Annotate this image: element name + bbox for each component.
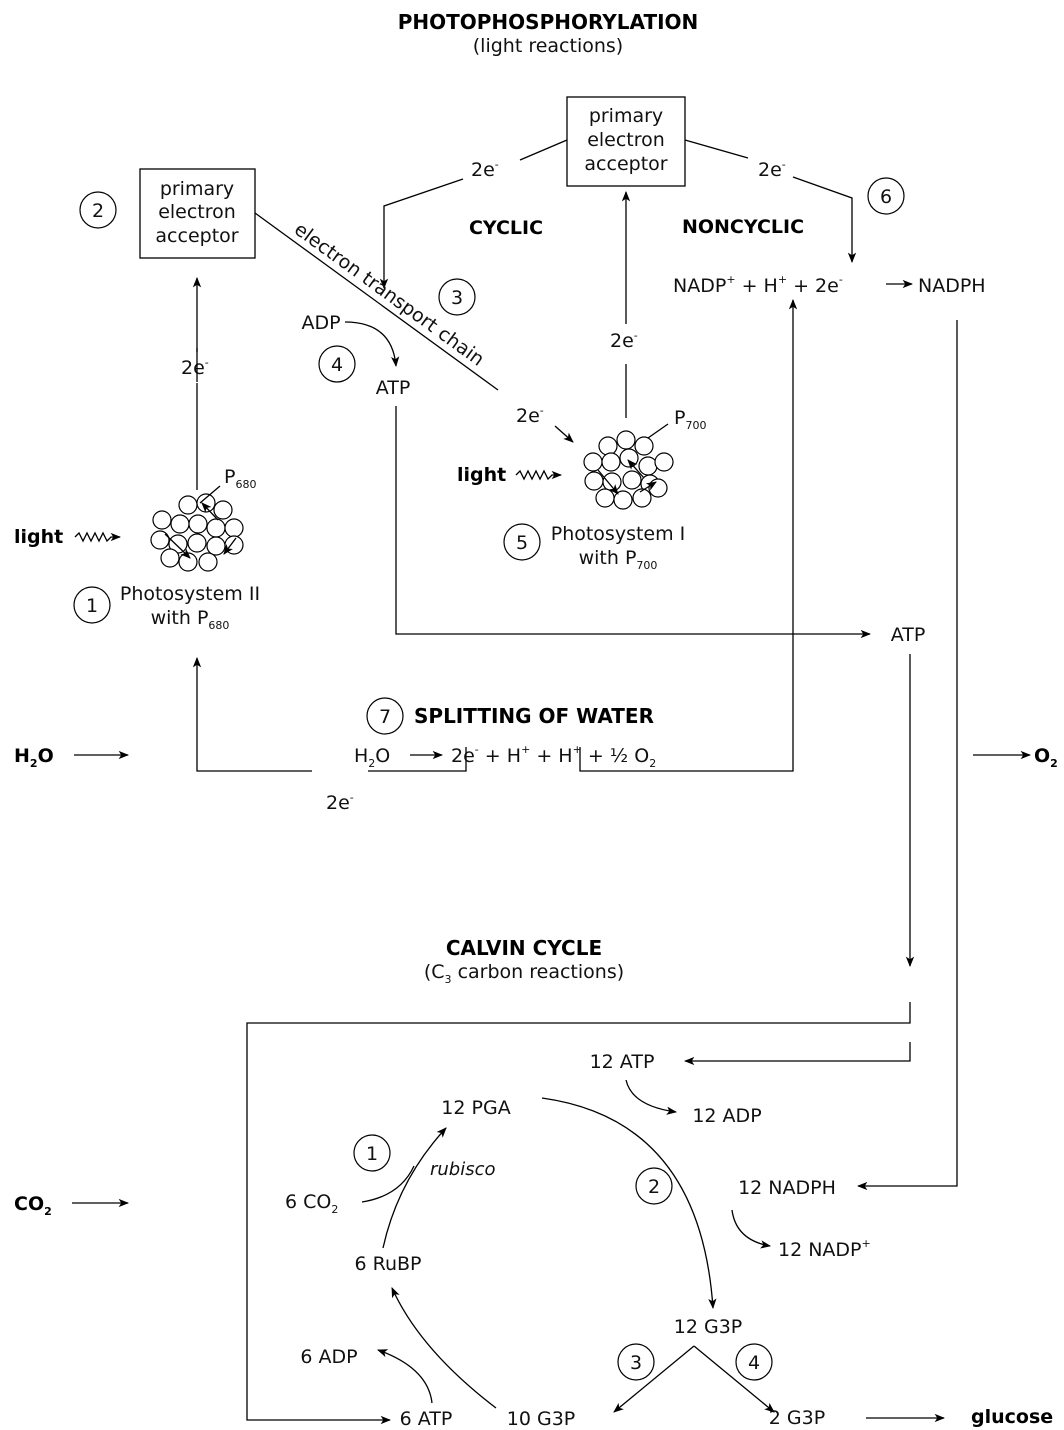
adp12-label: 12 ADP	[692, 1105, 761, 1127]
light-reactions-title: PHOTOPHOSPHORYLATION	[398, 10, 699, 34]
light-label-psi: light	[457, 464, 506, 486]
adp-label: ADP	[301, 312, 340, 334]
step-number: 2	[92, 200, 104, 222]
splitting-water-title: SPLITTING OF WATER	[414, 704, 654, 728]
light-reaction-arrows	[72, 139, 1032, 1425]
atp-output-label: ATP	[891, 624, 926, 646]
nadp-equation: NADP+ + H+ + 2e-	[673, 273, 843, 297]
nadph12-label: 12 NADPH	[738, 1177, 836, 1199]
electron-label: 2e-	[326, 791, 354, 814]
light-reactions-subtitle: (light reactions)	[473, 35, 623, 57]
photosystem-ii-with-label: with P680	[151, 607, 230, 632]
electron-label: 2e-	[610, 329, 638, 352]
g3p12-label: 12 G3P	[674, 1316, 743, 1338]
co2-input-label: CO2	[14, 1193, 52, 1218]
calvin-cycle-title: CALVIN CYCLE	[446, 936, 602, 960]
primary-electron-acceptor-left: primary electron acceptor	[139, 168, 256, 259]
atp-label: ATP	[376, 377, 411, 399]
pea-line: acceptor	[584, 153, 667, 175]
glucose-label: glucose	[971, 1406, 1053, 1428]
atp12-label: 12 ATP	[590, 1051, 655, 1073]
adp6-label: 6 ADP	[300, 1346, 357, 1368]
step-number: 7	[379, 706, 391, 728]
photosystem-ii-cluster: P680	[150, 466, 256, 572]
electron-label: 2e-	[181, 356, 209, 379]
g3p2-label: 2 G3P	[769, 1407, 825, 1429]
photosystem-i-cluster: P700	[583, 407, 706, 510]
step-number: 4	[748, 1352, 760, 1374]
light-label-psii: light	[14, 526, 63, 548]
water-equation-left: H2O	[354, 745, 390, 770]
step-number: 1	[366, 1143, 378, 1165]
step-number: 4	[331, 354, 343, 376]
water-equation-right: 2e- + H+ + H+ + ½ O2	[451, 743, 656, 770]
co2-6-label: 6 CO2	[285, 1191, 338, 1216]
step-number: 3	[630, 1352, 642, 1374]
step-number: 3	[451, 287, 463, 309]
electron-label: 2e-	[471, 158, 499, 181]
step-markers-calvin: 1 2 3 4	[353, 1134, 773, 1381]
cyclic-label: CYCLIC	[469, 217, 543, 239]
pea-line: electron	[158, 201, 236, 223]
g3p10-label: 10 G3P	[507, 1408, 576, 1430]
p680-label: P680	[224, 466, 256, 491]
electron-labels: 2e- 2e- 2e- 2e- 2e- 2e-	[181, 158, 786, 814]
pea-line: acceptor	[155, 225, 238, 247]
primary-electron-acceptor-right: primary electron acceptor	[566, 96, 686, 187]
rubisco-label: rubisco	[430, 1159, 496, 1180]
photosystem-i-with-label: with P700	[579, 547, 658, 572]
p700-label: P700	[674, 407, 706, 432]
photosystem-ii-label: Photosystem II	[120, 583, 260, 605]
step-number: 5	[516, 532, 528, 554]
step-markers-light: 2 3 4 6 5 1 7	[73, 177, 905, 735]
o2-output-label: O2	[1034, 745, 1058, 770]
atp6-label: 6 ATP	[400, 1408, 453, 1430]
electron-label: 2e-	[758, 158, 786, 181]
h2o-input-label: H2O	[14, 745, 54, 770]
nadph-product: NADPH	[918, 275, 986, 297]
step-number: 2	[648, 1176, 660, 1198]
pga12-label: 12 PGA	[441, 1097, 510, 1119]
photosystem-i-label: Photosystem I	[551, 523, 686, 545]
step-number: 6	[880, 186, 892, 208]
calvin-cycle-subtitle: (C3 carbon reactions)	[424, 961, 624, 986]
pea-line: electron	[587, 129, 665, 151]
rubp6-label: 6 RuBP	[354, 1253, 421, 1275]
pea-line: primary	[589, 105, 663, 127]
pea-line: primary	[160, 178, 234, 200]
step-number: 1	[86, 595, 98, 617]
electron-label: 2e-	[516, 404, 544, 427]
nadp12-label: 12 NADP+	[778, 1237, 871, 1261]
calvin-arrows	[361, 1079, 946, 1423]
noncyclic-label: NONCYCLIC	[682, 216, 804, 238]
